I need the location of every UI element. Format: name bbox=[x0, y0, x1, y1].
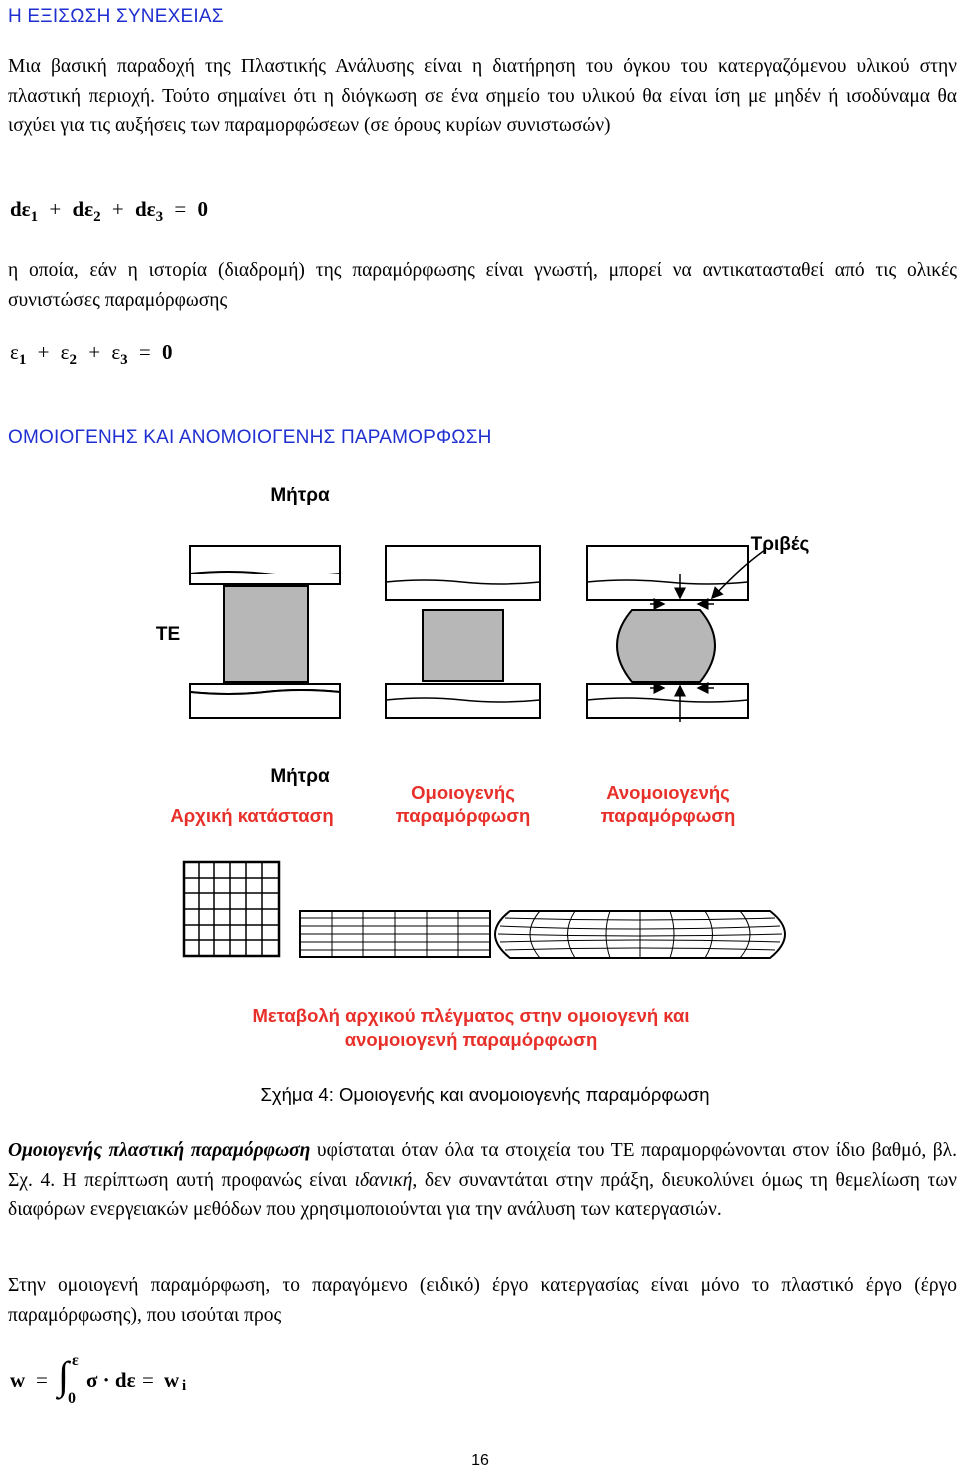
label-workpiece: ΤΕ bbox=[156, 624, 180, 645]
homogeneous-grid bbox=[299, 910, 491, 958]
workpiece-homogeneous bbox=[422, 609, 504, 682]
term-ideal: ιδανική bbox=[354, 1169, 413, 1191]
intro-paragraph: Μια βασική παραδοχή της Πλαστικής Ανάλυσ… bbox=[8, 56, 957, 136]
workpiece-barreled bbox=[616, 609, 716, 683]
top-die-shape bbox=[189, 545, 341, 577]
homogeneous-assembly bbox=[385, 545, 541, 719]
term-homogeneous-plastic-deformation: Ομοιογενής πλαστική παραμόρφωση bbox=[8, 1140, 311, 1161]
initial-grid bbox=[182, 860, 281, 958]
inhomogeneous-grid bbox=[494, 910, 786, 959]
history-paragraph: η οποία, εάν η ιστορία (διαδρομή) της πα… bbox=[8, 260, 957, 311]
label-bottom-die: Μήτρα bbox=[270, 766, 330, 787]
page-number: 16 bbox=[471, 1452, 489, 1469]
label-homogeneous-2: παραμόρφωση bbox=[396, 805, 531, 826]
section-heading-homogeneous-deformation: ΟΜΟΙΟΓΕΝΗΣ ΚΑΙ ΑΝΟΜΟΙΟΓΕΝΗΣ ΠΑΡΑΜΟΡΦΩΣΗ bbox=[8, 427, 492, 448]
integral-sign: ∫ bbox=[58, 1353, 69, 1398]
label-inhomogeneous-1: Ανομοιογενής bbox=[606, 782, 730, 803]
label-top-die: Μήτρα bbox=[270, 485, 330, 506]
figure-deformation-diagram: Μήτρα Τριβές ΤΕ Μήτρα Αρχική κατάσταση Ο… bbox=[156, 485, 810, 1050]
label-friction: Τριβές bbox=[751, 534, 810, 555]
label-inhomogeneous-2: παραμόρφωση bbox=[601, 805, 736, 826]
inhomogeneous-assembly bbox=[586, 545, 766, 722]
label-initial-state: Αρχική κατάσταση bbox=[170, 805, 333, 826]
grid-caption-line2: ανομοιογενή παραμόρφωση bbox=[345, 1029, 598, 1050]
label-homogeneous-1: Ομοιογενής bbox=[411, 782, 515, 803]
initial-state-assembly bbox=[189, 545, 341, 719]
figure-caption: Σχήμα 4: Ομοιογενής και ανομοιογενής παρ… bbox=[260, 1084, 710, 1105]
equation-total-strain: ε1 + ε2 + ε3 = 0 bbox=[10, 340, 173, 368]
plastic-work-paragraph: Στην ομοιογενή παραμόρφωση, το παραγόμεν… bbox=[8, 1275, 957, 1326]
homogeneous-definition-paragraph: Ομοιογενής πλαστική παραμόρφωση υφίστατα… bbox=[8, 1140, 957, 1220]
equation-incremental-strain: dε1 + dε2 + dε3 = 0 bbox=[10, 197, 208, 225]
bottom-die-shape bbox=[189, 689, 341, 719]
section-heading-continuity-equation: Η ΕΞΙΣΩΣΗ ΣΥΝΕΧΕΙΑΣ bbox=[8, 6, 224, 27]
equation-plastic-work: w = ∫ ε 0 σ · dε = w i bbox=[10, 1352, 187, 1407]
workpiece-initial bbox=[223, 585, 309, 683]
grid-caption-line1: Μεταβολή αρχικού πλέγματος στην ομοιογεν… bbox=[252, 1005, 689, 1026]
